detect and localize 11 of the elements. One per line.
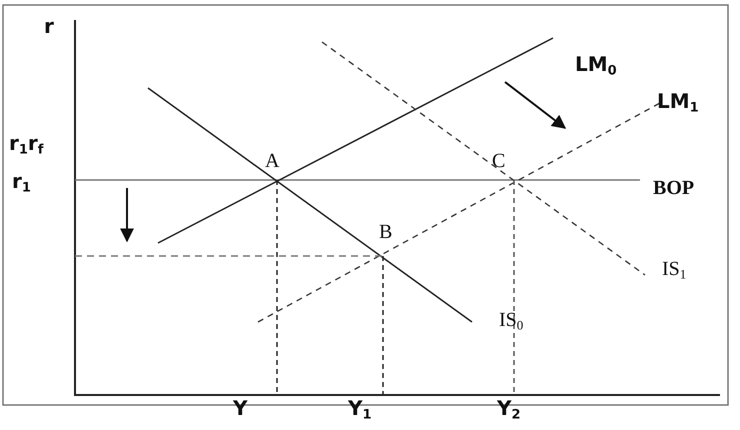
curve-label: LM$_{0}$	[575, 54, 617, 78]
point-label: A	[265, 151, 280, 171]
axis-label: r$_{1}$	[12, 171, 31, 194]
curve-label: IS$_{0}$	[499, 310, 524, 332]
curve-label: LM$_{1}$	[657, 91, 699, 114]
axis-label: r	[44, 16, 54, 36]
curve-label: BOP	[653, 178, 694, 198]
curve-label: IS$_{1}$	[662, 259, 686, 280]
axis-label: r$_{1}$r$_{f}$	[9, 133, 44, 156]
point-label: B	[379, 222, 392, 242]
point-label: C	[492, 151, 506, 171]
